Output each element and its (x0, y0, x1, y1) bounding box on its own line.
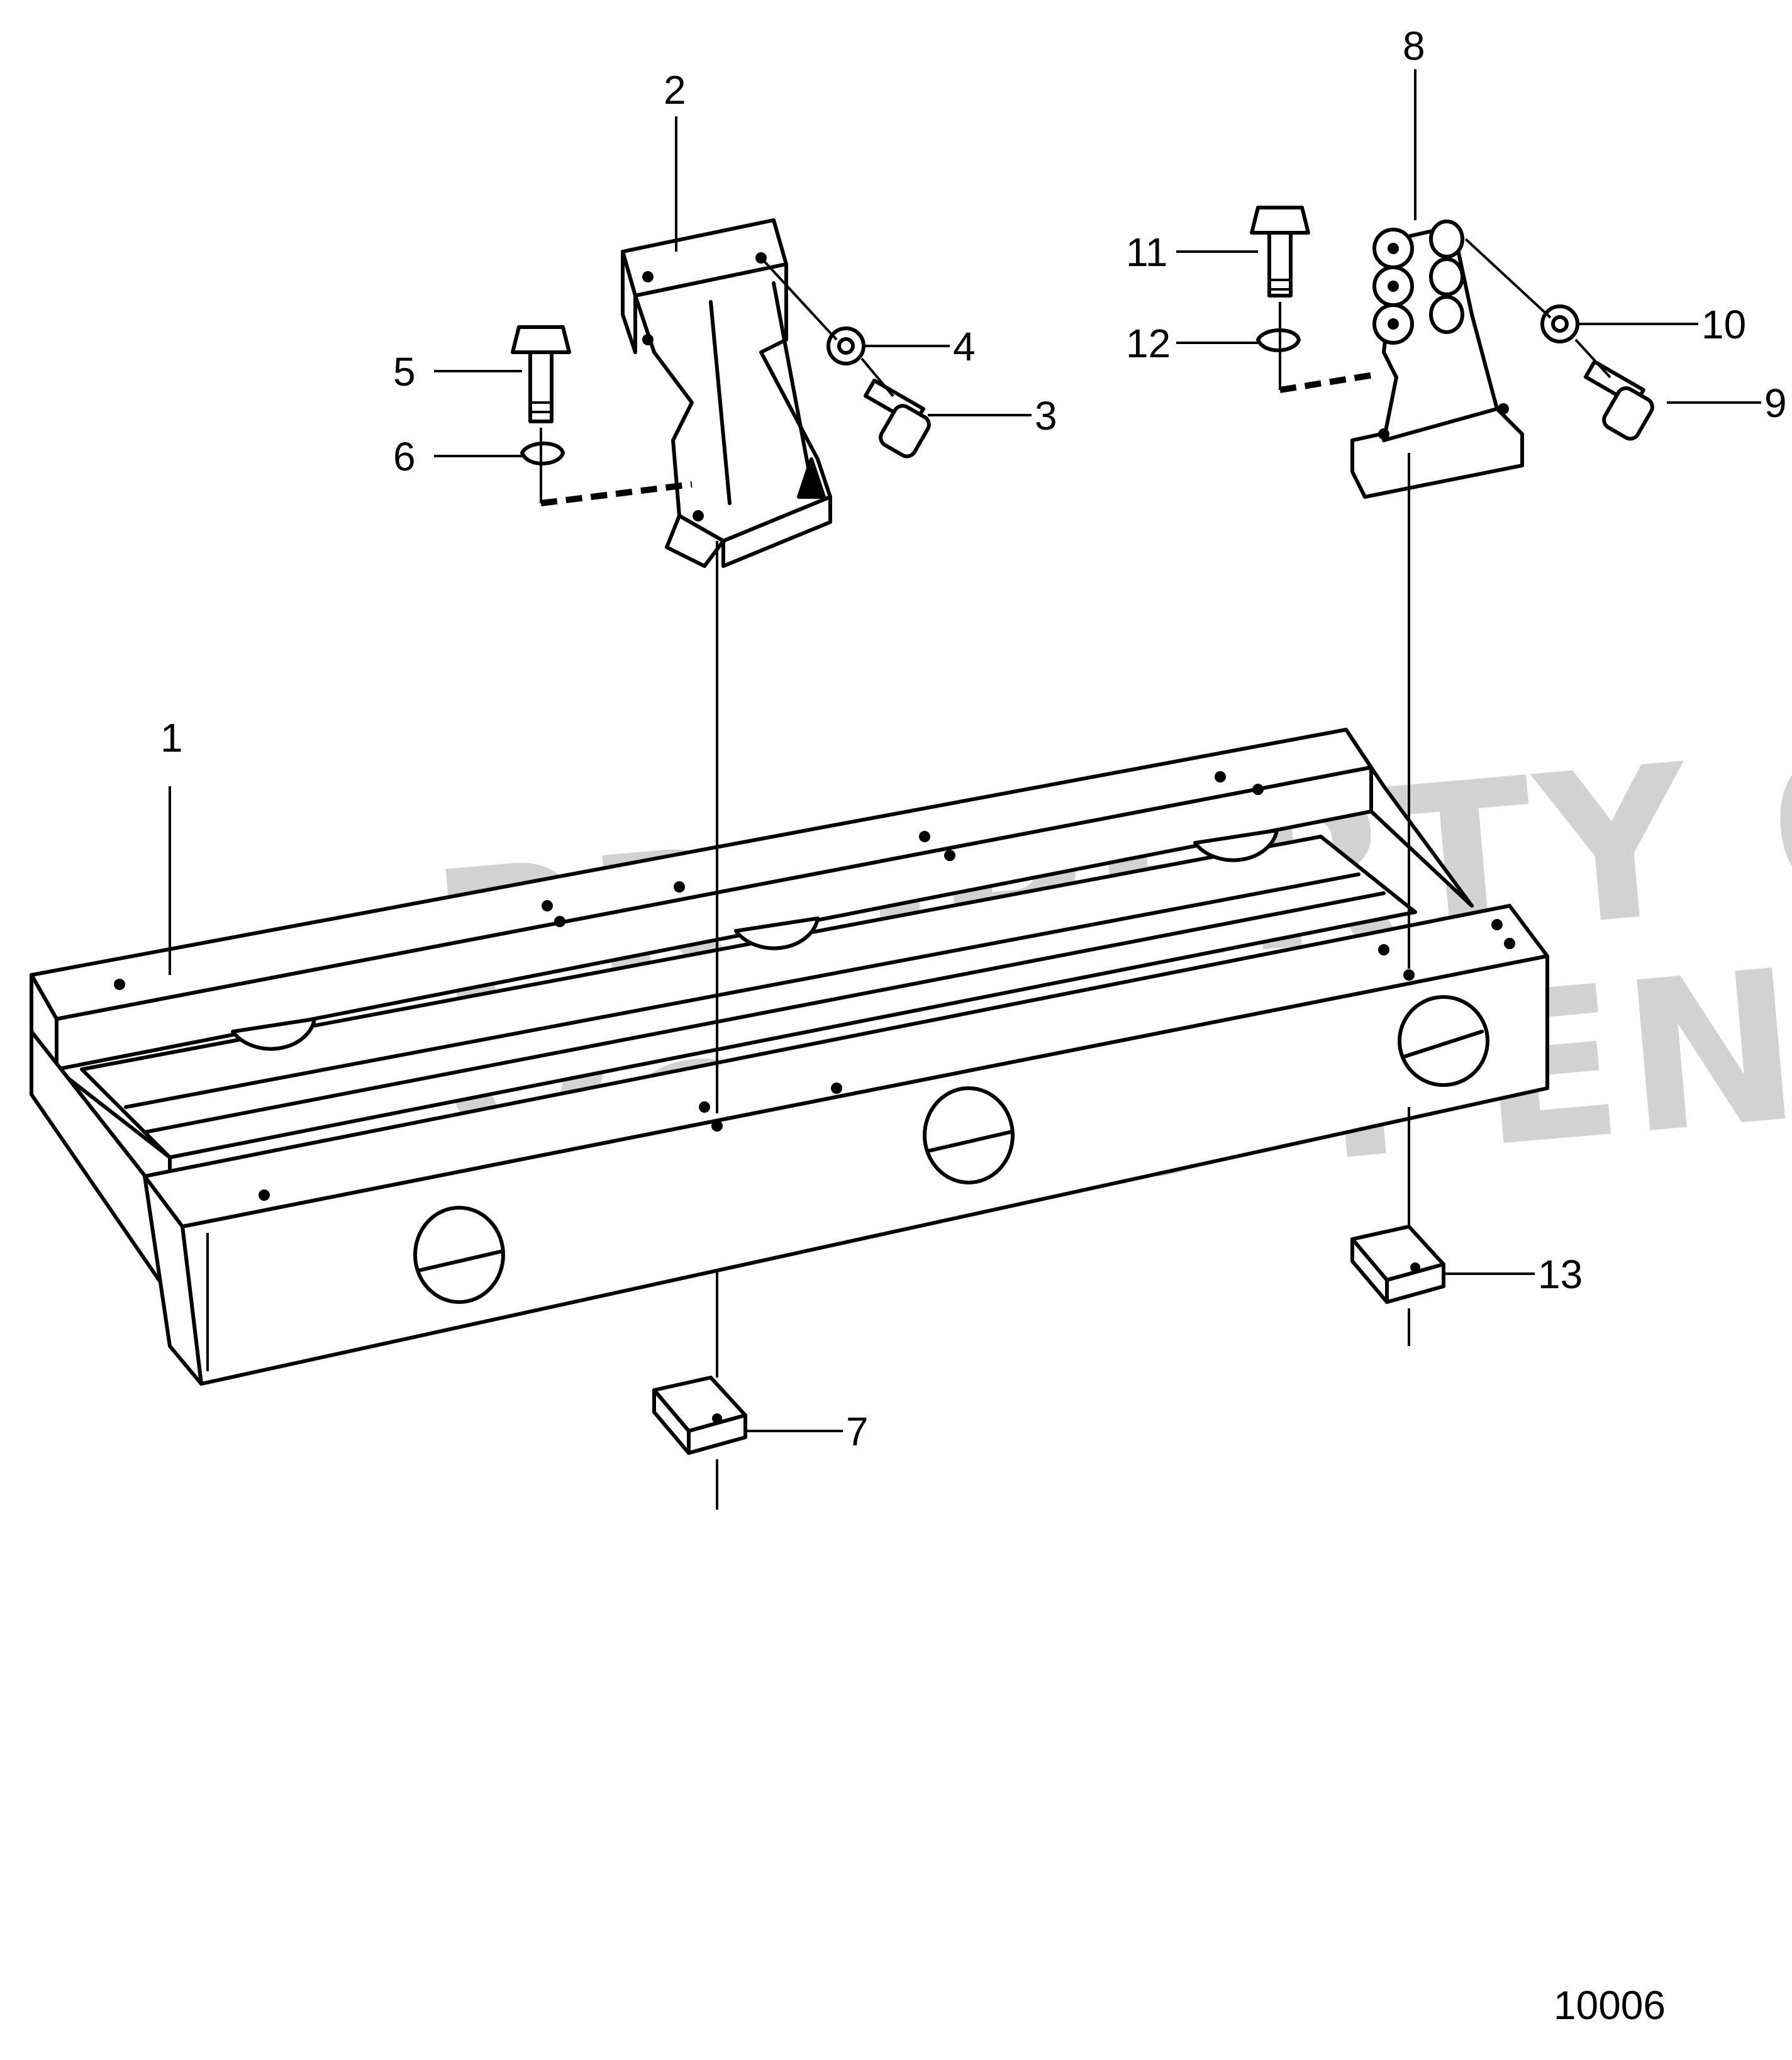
callout-2: 2 (664, 67, 686, 113)
bolt-part-11 (1250, 206, 1310, 298)
lock-washer-part-12 (1256, 328, 1301, 352)
bracket-part-8 (1350, 220, 1524, 499)
callout-7: 7 (846, 1409, 869, 1454)
callout-1: 1 (160, 715, 183, 760)
callout-4: 4 (953, 324, 976, 369)
front-rail-cutouts (413, 995, 1489, 1304)
bracket-part-2 (621, 218, 832, 568)
frame-mounting-holes (114, 771, 1515, 1201)
pad-part-7 (652, 1376, 747, 1455)
callout-5: 5 (393, 349, 416, 394)
callout-8: 8 (1403, 23, 1425, 69)
bolt-part-9 (1584, 360, 1654, 441)
callout-3: 3 (1035, 393, 1057, 438)
callout-13: 13 (1538, 1252, 1583, 1297)
back-rail-cutouts (231, 828, 1279, 1051)
callout-9: 9 (1764, 381, 1787, 426)
leader-lines (169, 69, 1761, 1432)
assembly-lines (540, 238, 1611, 1510)
washer-part-10 (1540, 304, 1579, 343)
washer-part-4 (826, 326, 865, 365)
drawing-number: 10006 (1554, 1983, 1666, 2028)
bolt-part-5 (511, 325, 571, 423)
frame-part-1 (30, 728, 1549, 1386)
bolt-part-3 (864, 379, 931, 459)
callout-6: 6 (393, 434, 416, 479)
pad-part-13 (1350, 1225, 1445, 1304)
callouts: 1 2 3 4 5 6 7 8 9 10 11 12 13 (160, 23, 1787, 1454)
callout-10: 10 (1701, 302, 1746, 347)
callout-11: 11 (1126, 230, 1167, 275)
callout-12: 12 (1126, 321, 1171, 366)
lock-washer-part-6 (520, 442, 565, 465)
